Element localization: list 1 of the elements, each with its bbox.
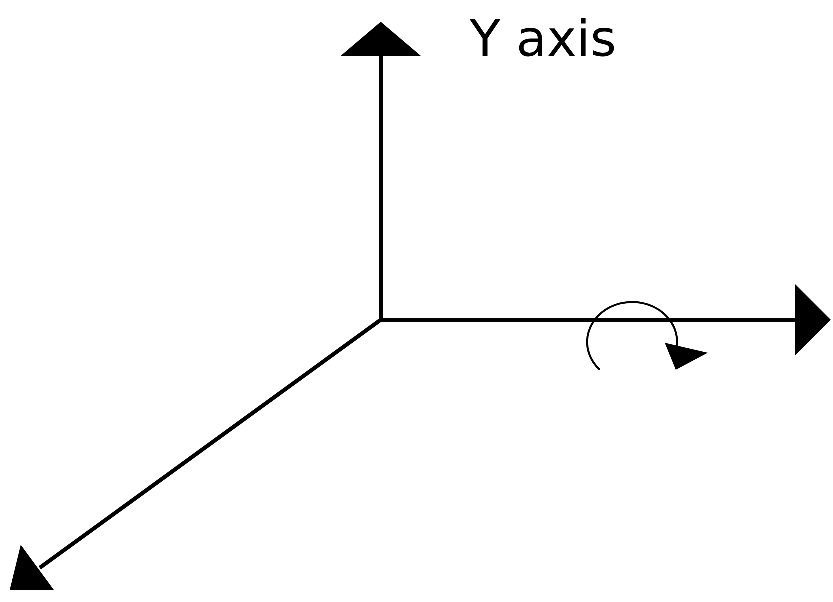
axis-label: Y axis <box>470 14 617 64</box>
